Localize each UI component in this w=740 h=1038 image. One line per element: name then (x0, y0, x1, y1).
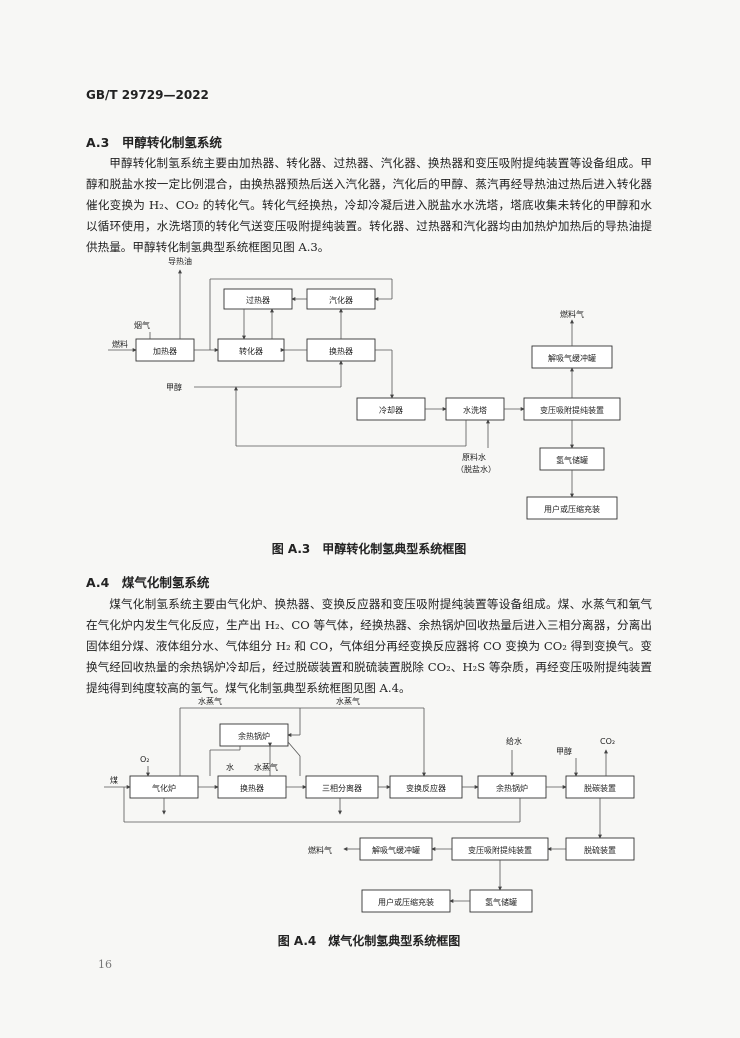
label-fuel-gas-a4: 燃料气 (308, 845, 332, 855)
figure-a4-diagram: 余热锅炉 气化炉 换热器 三相分离器 变换反应器 余热锅炉 脱碳装置 脱硫装置 … (104, 696, 635, 913)
label-heat-exchanger: 换热器 (329, 346, 353, 356)
label-raw-water-note: （脱盐水） (456, 464, 496, 474)
label-water: 水 (226, 762, 234, 772)
figure-a3-caption: 图 A.3 甲醇转化制氢典型系统框图 (271, 542, 467, 556)
label-wash-tower: 水洗塔 (463, 405, 487, 415)
section-a4-body: 煤气化制氢系统主要由气化炉、换热器、变换反应器和变压吸附提纯装置等设备组成。煤、… (86, 597, 652, 695)
label-desulf: 脱硫装置 (584, 845, 616, 855)
label-methanol-a4: 甲醇 (556, 746, 572, 756)
label-decarb: 脱碳装置 (584, 783, 616, 793)
figure-a3-diagram: 过热器 汽化器 加热器 转化器 换热器 冷却器 水洗塔 变压吸附提纯装置 解吸气… (108, 256, 621, 520)
label-cooler: 冷却器 (379, 405, 403, 415)
label-user: 用户或压缩充装 (544, 504, 600, 514)
label-user-a4: 用户或压缩充装 (378, 897, 434, 907)
figure-a4-caption: 图 A.4 煤气化制氢典型系统框图 (277, 934, 461, 948)
label-shift-reactor: 变换反应器 (406, 783, 446, 793)
label-converter: 转化器 (239, 346, 263, 356)
label-flue-gas: 烟气 (134, 320, 150, 330)
label-fuel: 燃料 (112, 339, 128, 349)
label-heater: 加热器 (153, 346, 177, 356)
label-thermal-oil: 导热油 (168, 256, 192, 266)
label-raw-water: 原料水 (462, 452, 486, 462)
label-feed-water: 给水 (506, 736, 522, 746)
label-steam-3: 水蒸气 (254, 762, 278, 772)
label-coal: 煤 (110, 775, 118, 785)
label-steam-2: 水蒸气 (336, 696, 360, 706)
label-o2: O₂ (140, 755, 150, 764)
label-desorb-buffer-a4: 解吸气缓冲罐 (372, 845, 420, 855)
label-h2-tank: 氢气储罐 (556, 455, 588, 465)
label-waste-boiler-top: 余热锅炉 (238, 731, 270, 741)
label-vaporizer: 汽化器 (329, 295, 353, 305)
label-heat-exchanger-a4: 换热器 (240, 783, 264, 793)
section-a4-heading: A.4 煤气化制氢系统 (86, 575, 210, 590)
page-number: 16 (98, 958, 112, 971)
label-gasifier: 气化炉 (152, 783, 176, 793)
section-a3-heading: A.3 甲醇转化制氢系统 (86, 135, 222, 150)
label-h2-tank-a4: 氢气储罐 (485, 897, 517, 907)
label-psa: 变压吸附提纯装置 (540, 405, 604, 415)
label-desorb-buffer: 解吸气缓冲罐 (548, 353, 596, 363)
label-three-phase: 三相分离器 (322, 783, 362, 793)
label-psa-a4: 变压吸附提纯装置 (468, 845, 532, 855)
label-methanol: 甲醇 (166, 382, 182, 392)
label-fuel-gas: 燃料气 (560, 309, 584, 319)
label-co2: CO₂ (600, 737, 615, 746)
standard-code: GB/T 29729—2022 (86, 88, 209, 102)
section-a3-body: 甲醇转化制氢系统主要由加热器、转化器、过热器、汽化器、换热器和变压吸附提纯装置等… (86, 156, 652, 254)
label-superheater: 过热器 (246, 295, 270, 305)
label-waste-boiler: 余热锅炉 (496, 783, 528, 793)
label-steam-1: 水蒸气 (198, 696, 222, 706)
